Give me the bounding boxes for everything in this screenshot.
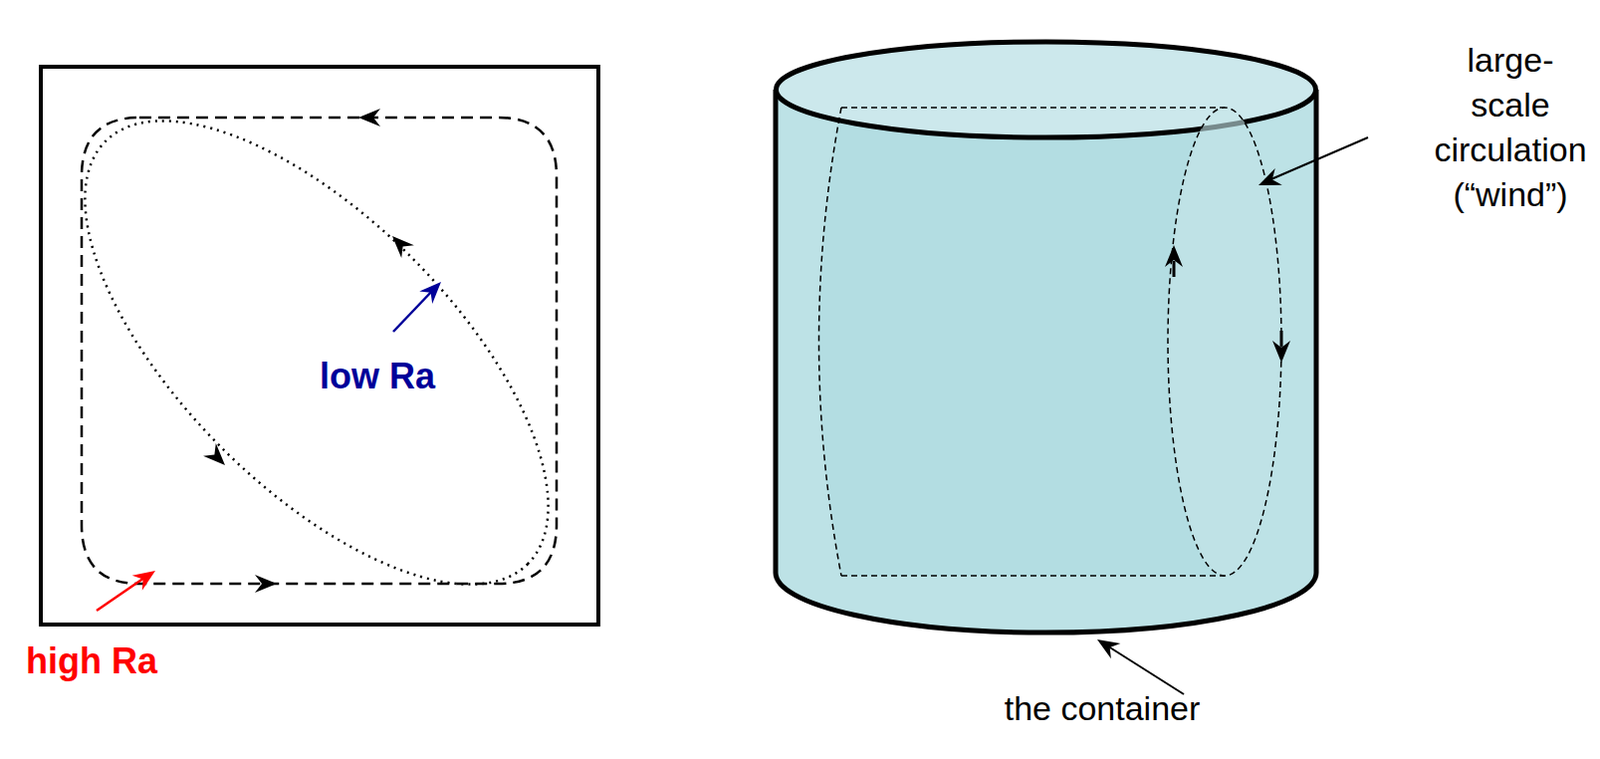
leader-line — [1266, 137, 1369, 182]
circulation-loop — [1167, 107, 1282, 576]
series-label: high Ra — [25, 639, 158, 684]
leader-arrowhead — [1254, 168, 1282, 194]
leader-arrowhead — [419, 275, 448, 304]
flow-arrow — [1172, 260, 1176, 277]
circulation-loop — [841, 574, 1225, 577]
flow-arrow — [1280, 330, 1284, 347]
leader-line — [96, 575, 148, 611]
part-label: the container — [1004, 686, 1201, 729]
flow-arrowhead — [386, 229, 415, 258]
leader-arrowhead — [1092, 631, 1121, 659]
part-label: large- scale circulation (“wind”) — [1433, 37, 1587, 218]
cylinder-outline — [775, 89, 1317, 633]
cylinder-body — [775, 89, 1317, 633]
flow-arrowhead — [1164, 244, 1183, 267]
flow-arrowhead — [358, 108, 381, 127]
flow-arrowhead — [254, 574, 277, 593]
circulation-loop — [819, 107, 843, 576]
square-container — [40, 66, 599, 625]
high-ra-loop — [81, 117, 557, 584]
leader-line — [1105, 644, 1184, 694]
leader-arrowhead — [132, 563, 161, 591]
leader-line — [393, 288, 435, 332]
flow-arrowhead — [1272, 340, 1291, 363]
low-ra-loop — [9, 45, 623, 659]
circulation-loop — [841, 106, 1225, 109]
flow-arrowhead — [203, 443, 231, 471]
circulation-plane — [819, 107, 1283, 576]
series-label: low Ra — [319, 354, 436, 399]
